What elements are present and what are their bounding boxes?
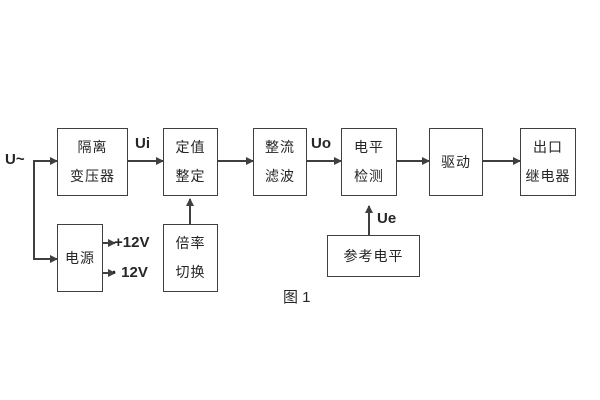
arrow-ratio-switch-to-setpoint [189, 199, 191, 224]
block-level-detection: 电平 检测 [341, 128, 397, 196]
block-setpoint-adjustment: 定值 整定 [163, 128, 218, 196]
arrow-isolation-to-setpoint [128, 160, 163, 162]
input-voltage-label: U~ [5, 151, 25, 168]
block-label-line2: 继电器 [525, 168, 571, 184]
arrow-reference-to-level-detection [368, 206, 370, 235]
block-label-line1: 倍率 [175, 235, 206, 251]
arrow-input-to-power-supply [33, 258, 57, 260]
block-driver: 驱动 [429, 128, 483, 196]
signal-label-uo: Uo [311, 135, 331, 152]
block-label-line1: 电源 [65, 249, 95, 266]
block-label-line2: 切换 [175, 264, 206, 280]
block-label-line1: 驱动 [441, 153, 471, 170]
block-label-line2: 变压器 [70, 168, 115, 184]
signal-label-ue: Ue [377, 210, 397, 227]
arrow-driver-to-output-relay [483, 160, 520, 162]
arrow-level-detection-to-driver [397, 160, 429, 162]
block-label-line1: 参考电平 [343, 247, 404, 264]
arrow-input-to-isolation-transformer [33, 160, 57, 162]
block-ratio-switch: 倍率 切换 [163, 224, 218, 292]
block-output-relay: 出口 继电器 [520, 128, 576, 196]
arrow-power-to-plus12v [103, 242, 115, 244]
arrow-setpoint-to-rectifier [218, 160, 253, 162]
arrow-rectifier-to-level-detection [307, 160, 341, 162]
block-isolation-transformer: 隔离 变压器 [57, 128, 128, 196]
line-input-branch-down [33, 161, 35, 259]
block-label-line1: 出口 [533, 139, 563, 155]
block-reference-level: 参考电平 [327, 235, 420, 277]
block-label-line1: 隔离 [77, 139, 108, 155]
block-power-supply: 电源 [57, 224, 103, 292]
figure-caption: 图 1 [283, 289, 311, 306]
block-label-line2: 检测 [354, 168, 384, 184]
block-label-line2: 滤波 [265, 168, 295, 184]
arrow-power-to-minus12v [103, 272, 115, 274]
block-label-line1: 定值 [175, 139, 206, 155]
power-rail-minus12v-label: · 12V [112, 264, 148, 281]
power-rail-plus12v-label: +12V [114, 234, 150, 251]
block-label-line1: 整流 [265, 139, 295, 155]
block-rectifier-filter: 整流 滤波 [253, 128, 307, 196]
block-label-line2: 整定 [175, 168, 206, 184]
block-label-line1: 电平 [354, 139, 384, 155]
signal-label-ui: Ui [135, 135, 150, 152]
